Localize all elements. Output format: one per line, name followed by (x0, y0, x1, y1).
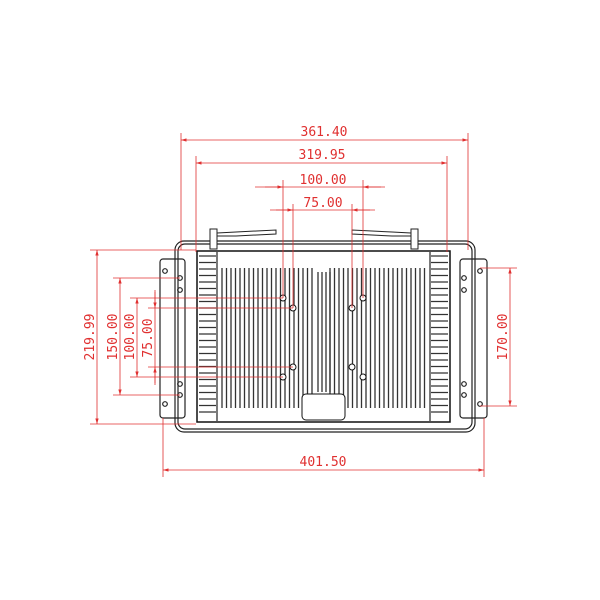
dim-vesa-75-vertical: 75.00 (141, 318, 156, 357)
label-plate (301, 393, 346, 421)
antenna-left-icon (209, 228, 277, 250)
dim-overall-height: 219.99 (83, 314, 98, 361)
dim-vesa-75-horizontal: 75.00 (303, 196, 342, 211)
bracket-left (159, 258, 186, 419)
dim-vesa-100-vertical: 100.00 (123, 314, 138, 361)
bracket-right (459, 258, 488, 419)
dim-bracket-width: 401.50 (300, 455, 347, 470)
dim-heatsink-width: 319.95 (299, 148, 346, 163)
dimensions: 361.40 319.95 100.00 75.00 219.99 150.00… (83, 125, 517, 477)
device-outline (159, 228, 488, 433)
dim-vesa-100-horizontal: 100.00 (300, 173, 347, 188)
vesa-holes (279, 294, 367, 381)
heatsink-fins (199, 252, 448, 421)
dim-overall-width: 361.40 (301, 125, 348, 140)
dim-bracket-170: 170.00 (496, 314, 511, 361)
dim-bracket-150: 150.00 (106, 314, 121, 361)
antenna-right-icon (351, 228, 419, 250)
